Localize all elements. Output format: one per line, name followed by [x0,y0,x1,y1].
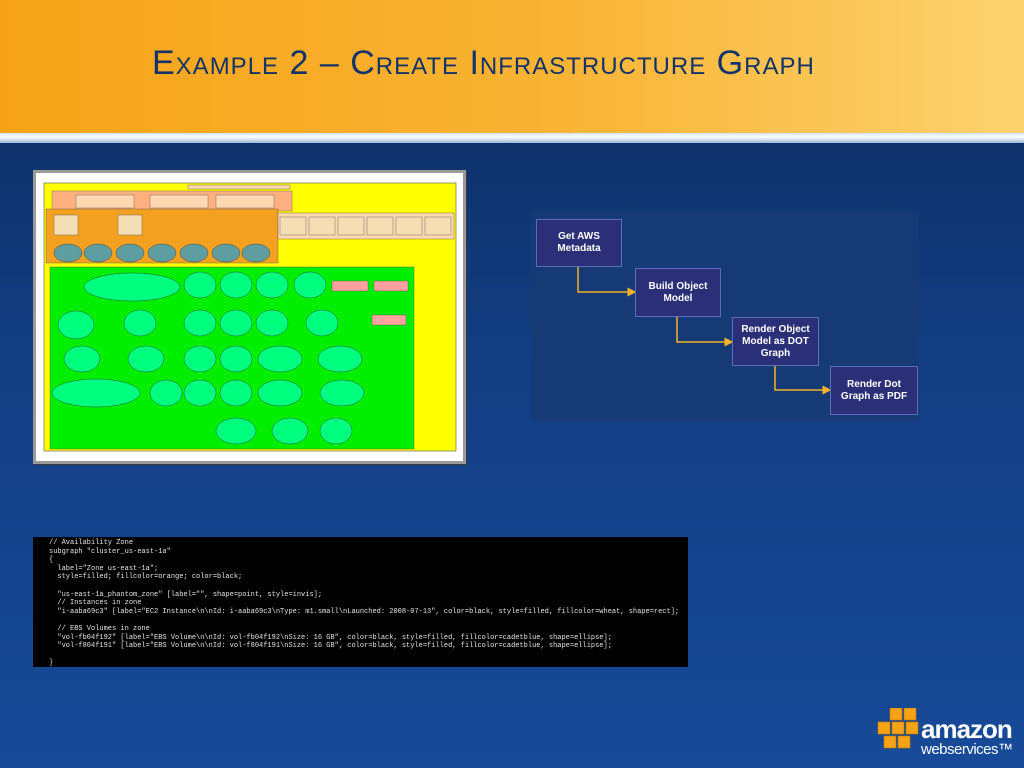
code-line: subgraph "cluster_us-east-1a" [49,547,171,556]
code-line: // Availability Zone [49,539,134,547]
code-line: "vol-f804f191" [label="EBS Volume\n\nId:… [49,642,612,651]
code-line: "us-east-1a_phantom_zone" [label="", sha… [49,590,323,599]
step-render-pdf: Render Dot Graph as PDF [830,366,918,415]
step-build-object-model: Build Object Model [635,268,721,317]
logo-wordmark: amazon [921,714,1013,744]
code-line: "i-aaba69c3" [label="EC2 Instance\n\nId:… [49,607,680,616]
process-flowchart: Get AWS Metadata Build Object Model Rend… [531,212,919,421]
code-line: label="Zone us-east-1a"; [49,564,159,573]
code-line: "vol-fb04f192" [label="EBS Volume\n\nId:… [49,633,612,642]
code-line [49,616,688,625]
code-line [49,582,688,591]
step-get-aws-metadata: Get AWS Metadata [536,219,622,267]
graph-image [40,177,459,457]
infrastructure-graph-thumbnail [33,170,466,464]
code-line: // Instances in zone [49,599,142,608]
step-render-dot-graph: Render Object Model as DOT Graph [732,317,819,366]
flow-arrow-1 [577,267,637,297]
slide-title: Example 2 – Create Infrastructure Graph [152,44,815,82]
code-line [49,651,688,660]
code-line: } [49,659,54,667]
logo-subtitle: webservices™ [921,741,1013,758]
flow-arrow-3 [774,366,832,395]
slide-header-band [0,0,1024,133]
aws-logo: amazon webservices™ [876,704,1016,760]
flow-connectors [577,267,832,395]
code-line: style=filled; fillcolor=orange; color=bl… [49,573,243,582]
flow-arrow-2 [676,317,734,347]
aws-cubes-icon [877,708,919,749]
code-line: { [49,556,54,565]
header-divider [0,133,1024,143]
code-line: // EBS Volumes in zone [49,624,150,633]
